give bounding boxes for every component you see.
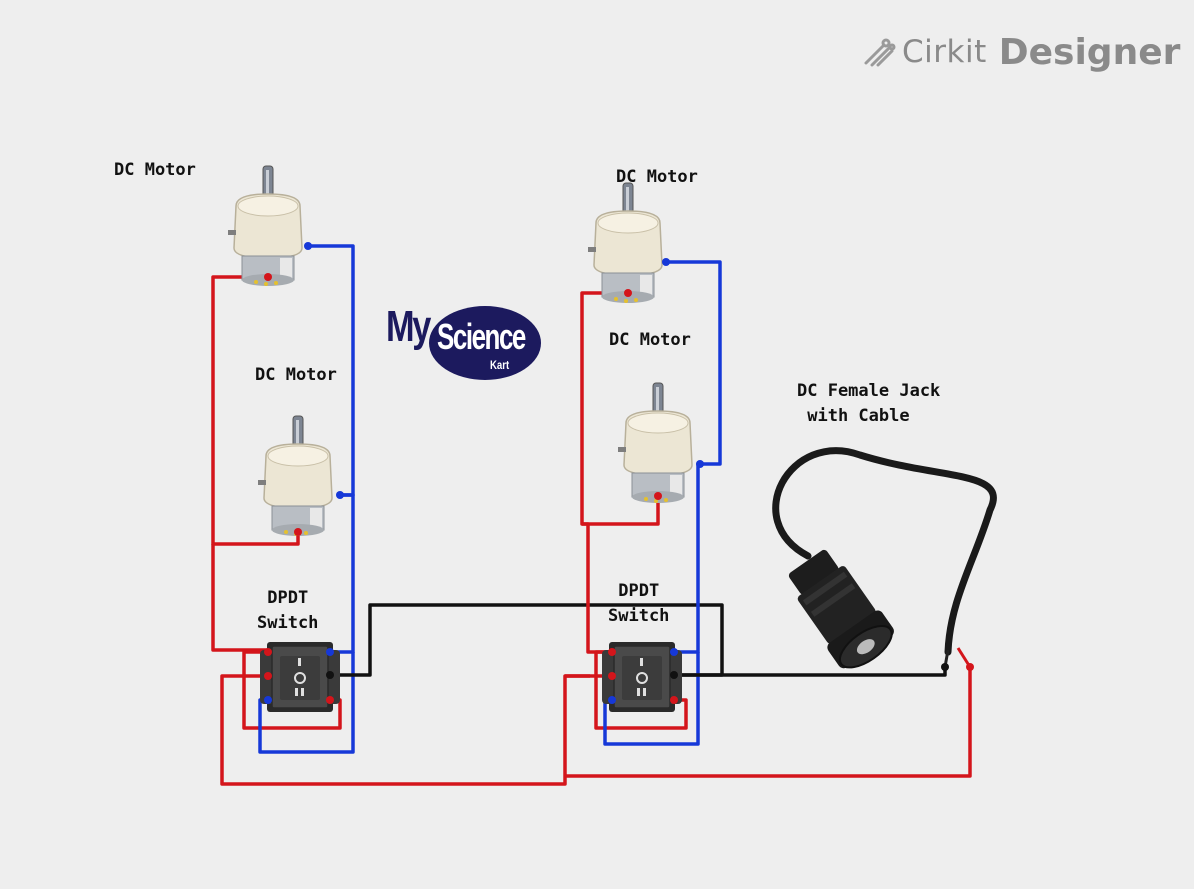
wire-black: [674, 667, 947, 677]
wire-blue: [330, 493, 355, 654]
label-motor-mid-left: DC Motor: [255, 365, 337, 385]
brand-name-bold: Designer: [998, 31, 1181, 73]
label-motor-top-left: DC Motor: [114, 160, 196, 180]
logo-oval: [429, 306, 541, 380]
label-switch-right: DPDT Switch: [608, 581, 670, 626]
dc-motor[interactable]: [587, 182, 663, 304]
logo-my-text: My: [386, 302, 431, 351]
cirkit-designer-brand: Cirkit Designer: [862, 30, 1180, 74]
pin-dots: [264, 242, 974, 704]
label-motor-mid-right: DC Motor: [609, 330, 691, 350]
dc-motor[interactable]: [257, 415, 333, 537]
cirkit-logo-icon: [864, 38, 896, 67]
wire-red: [211, 544, 268, 652]
label-switch-left: DPDT Switch: [257, 588, 319, 633]
wire-red: [594, 650, 688, 730]
brand-name-light: Cirkit: [902, 34, 987, 70]
label-motor-top-right: DC Motor: [616, 167, 698, 187]
label-jack: DC Female Jack with Cable: [797, 381, 941, 426]
dc-female-jack[interactable]: [772, 447, 997, 677]
logo-science-text: Science: [437, 316, 526, 357]
logo-kart-text: Kart: [490, 358, 510, 372]
dc-motor[interactable]: [617, 382, 693, 504]
dc-motor[interactable]: [227, 165, 303, 287]
wire-blue: [666, 260, 722, 466]
myscience-kart-logo: My Science Kart: [384, 302, 542, 384]
